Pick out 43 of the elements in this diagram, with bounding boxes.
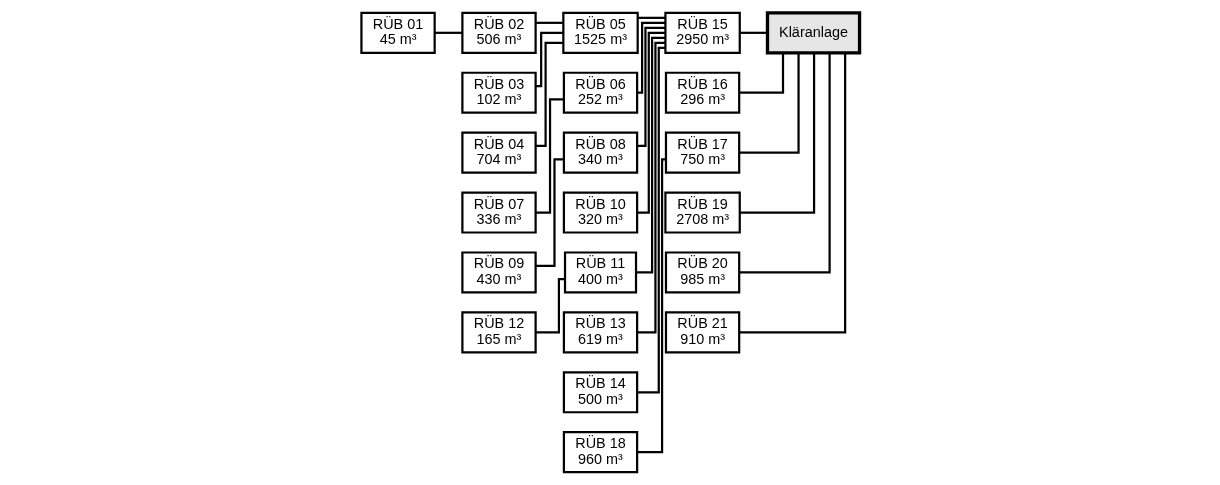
connector bbox=[738, 52, 831, 274]
connector bbox=[535, 158, 564, 267]
connector bbox=[636, 21, 665, 94]
connector bbox=[535, 278, 565, 334]
connector bbox=[535, 41, 563, 148]
node-box: RÜB 21 910 m³ bbox=[664, 311, 740, 354]
node-box: RÜB 05 1525 m³ bbox=[561, 11, 639, 54]
node-box: Kläranlage bbox=[765, 11, 861, 55]
connector bbox=[637, 31, 665, 214]
connector bbox=[738, 53, 800, 154]
node-box: RÜB 07 336 m³ bbox=[460, 191, 537, 234]
node-box: RÜB 03 102 m³ bbox=[460, 71, 537, 114]
connector bbox=[739, 53, 784, 94]
node-box: RÜB 02 506 m³ bbox=[460, 11, 537, 54]
connector bbox=[739, 31, 767, 34]
node-box: RÜB 12 165 m³ bbox=[460, 311, 537, 354]
node-box: RÜB 15 2950 m³ bbox=[663, 11, 741, 54]
node-box: RÜB 18 960 m³ bbox=[562, 431, 638, 474]
connector bbox=[636, 158, 666, 454]
connector bbox=[636, 41, 665, 334]
node-box: RÜB 19 2708 m³ bbox=[663, 191, 741, 234]
connector bbox=[637, 16, 665, 19]
connector bbox=[535, 98, 564, 214]
connector bbox=[636, 26, 665, 148]
node-box: RÜB 04 704 m³ bbox=[460, 131, 537, 174]
node-box: RÜB 14 500 m³ bbox=[562, 371, 638, 414]
connector bbox=[739, 53, 815, 214]
node-box: RÜB 10 320 m³ bbox=[562, 191, 638, 234]
node-box: RÜB 08 340 m³ bbox=[562, 131, 638, 174]
node-box: RÜB 16 296 m³ bbox=[664, 71, 740, 114]
node-box: RÜB 13 619 m³ bbox=[562, 311, 638, 354]
node-box: RÜB 06 252 m³ bbox=[562, 71, 638, 114]
node-box: RÜB 17 750 m³ bbox=[664, 131, 740, 174]
connector bbox=[636, 46, 665, 394]
connector bbox=[635, 36, 665, 274]
node-box: RÜB 01 45 m³ bbox=[359, 11, 436, 54]
node-box: RÜB 09 430 m³ bbox=[460, 251, 537, 294]
connector bbox=[434, 31, 462, 34]
node-box: RÜB 11 400 m³ bbox=[563, 251, 637, 294]
node-box: RÜB 20 985 m³ bbox=[664, 251, 740, 294]
connector bbox=[535, 31, 563, 88]
connector bbox=[535, 21, 563, 24]
connector bbox=[738, 52, 846, 334]
